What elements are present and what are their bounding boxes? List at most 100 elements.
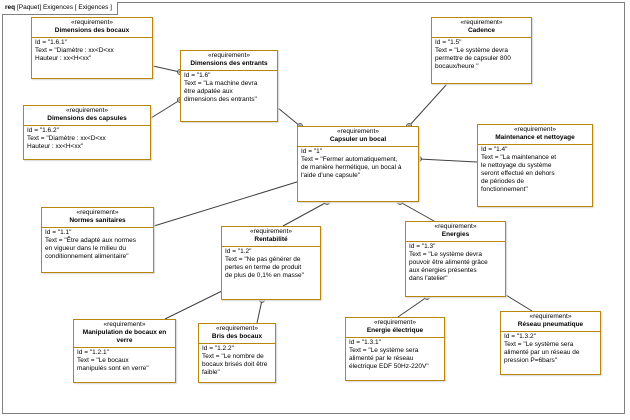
stereotype-label: «requirement» — [71, 19, 113, 26]
frame-kind: req — [5, 4, 16, 11]
requirement-id: Id = "1.3.1" — [349, 339, 381, 346]
requirement-id: Id = "1.4" — [481, 146, 508, 153]
requirement-text-line: Text = "Le nombre de — [202, 353, 264, 360]
containment-line-capsules[interactable] — [150, 99, 181, 119]
requirement-text-line: Text = "Le système devra — [409, 251, 482, 258]
containment-line-normes[interactable] — [153, 180, 301, 227]
requirement-header: «requirement»Rentabilité — [222, 227, 320, 247]
requirement-text-line: dimensions des entrants" — [184, 96, 257, 103]
requirement-text-line: Hauteur : xx<H<xx" — [35, 55, 92, 62]
requirement-text-line: Text = "Le système sera — [504, 341, 574, 348]
requirement-id: Id = "1.6" — [184, 72, 211, 79]
requirement-text-line: Text = "Le système devra — [435, 47, 508, 54]
requirement-body: Id = "1"Text = "Fermer automatiquement,d… — [298, 147, 418, 181]
requirement-name: Bris des bocaux — [211, 333, 263, 340]
requirement-name: Energies — [441, 231, 470, 238]
requirement-name: Réseau pneumatique — [517, 321, 584, 328]
requirement-header: «requirement»Capsuler un bocal — [298, 127, 418, 147]
requirement-text-line: seront effectué en dehors — [481, 170, 555, 177]
containment-line-bocaux[interactable] — [152, 65, 181, 73]
requirement-text-line: Text = "Diamètre : xx<D<xx — [27, 135, 106, 142]
stereotype-label: «requirement» — [374, 319, 416, 326]
requirement-text-line: Text = "Le bocaux — [77, 357, 129, 364]
requirement-id: Id = "1.3.2" — [504, 333, 536, 340]
requirement-text-line: fonctionnement" — [481, 186, 528, 193]
requirement-text-line: pouvoir être alimenté grâce — [409, 259, 488, 266]
stereotype-label: «requirement» — [208, 52, 250, 59]
diagram-frame — [2, 2, 625, 414]
requirement-text-line: Text = "Le système sera — [349, 347, 419, 354]
requirement-text-line: Text = "Ne pas générer de — [225, 256, 301, 263]
requirement-header: «requirement»Dimensions des entrants — [181, 51, 277, 71]
stereotype-label: «requirement» — [250, 228, 292, 235]
containment-line-electrique[interactable] — [397, 296, 428, 318]
requirement-text-line: pression P=6bars" — [504, 357, 558, 364]
requirement-id: Id = "1.5" — [435, 39, 462, 46]
requirement-text-line: alimenté par un réseau de — [504, 349, 580, 356]
containment-line-energies[interactable] — [399, 201, 435, 222]
requirement-manipulation[interactable]: «requirement»Manipulation de bocaux en v… — [73, 319, 176, 383]
requirement-id: Id = "1" — [301, 148, 323, 155]
requirement-header: «requirement»Maintenance et nettoyage — [478, 125, 592, 145]
stereotype-label: «requirement» — [337, 128, 379, 135]
requirement-header: «requirement»Manipulation de bocaux en v… — [74, 320, 175, 348]
requirement-text-line: le nettoyage du système — [481, 162, 552, 169]
requirement-header: «requirement»Dimensions des bocaux — [32, 18, 152, 38]
requirement-header: «requirement»Cadence — [432, 18, 531, 38]
requirement-id: Id = "1.2.2" — [202, 345, 234, 352]
requirement-text-line: bocaux brisés doit être — [202, 361, 268, 368]
requirement-header: «requirement»Réseau pneumatique — [501, 312, 600, 332]
requirement-body: Id = "1.1"Text = "Être adapté aux normes… — [42, 228, 153, 262]
requirement-name: Maintenance et nettoyage — [495, 134, 575, 141]
containment-line-maintenance[interactable] — [418, 158, 478, 163]
requirement-header: «requirement»Bris des bocaux — [199, 324, 275, 344]
requirement-text-line: Text = "La maintenance et — [481, 154, 557, 161]
containment-line-bris[interactable] — [256, 299, 263, 324]
requirement-name: Dimensions des bocaux — [54, 27, 130, 34]
requirement-header: «requirement»Energies — [406, 222, 505, 242]
requirement-text-line: l'aide d'une capsule" — [301, 172, 360, 179]
requirement-name: Cadence — [467, 27, 496, 34]
requirement-header: «requirement»Dimensions des capsules — [24, 106, 150, 126]
requirement-text-line: en vigueur dans le milieu du — [45, 245, 126, 252]
requirement-text-line: alimenté par le réseau — [349, 355, 414, 362]
requirement-text-line: faible" — [202, 369, 220, 376]
requirement-id: Id = "1.2" — [225, 248, 252, 255]
containment-line-manipulation[interactable] — [164, 289, 225, 320]
requirement-name: Energie électrique — [366, 327, 424, 334]
requirement-header: «requirement»Energie électrique — [346, 318, 444, 338]
requirement-text-line: permettre de capsuler 800 — [435, 55, 511, 62]
frame-tab: req [Paquet] Exigences [ Exigences ] — [2, 2, 118, 15]
requirement-id: Id = "1.3" — [409, 243, 436, 250]
requirement-id: Id = "1.6.2" — [27, 127, 59, 134]
containment-line-cadence[interactable] — [408, 83, 448, 127]
requirement-text-line: aux énergies présentes — [409, 267, 477, 274]
containment-line-rentabilite[interactable] — [282, 201, 328, 227]
requirement-id: Id = "1.2.1" — [77, 349, 109, 356]
requirement-text-line: Text = "La machine devra — [184, 80, 258, 87]
containment-line-entrants[interactable] — [277, 107, 301, 127]
requirement-id: Id = "1.6.1" — [35, 39, 67, 46]
